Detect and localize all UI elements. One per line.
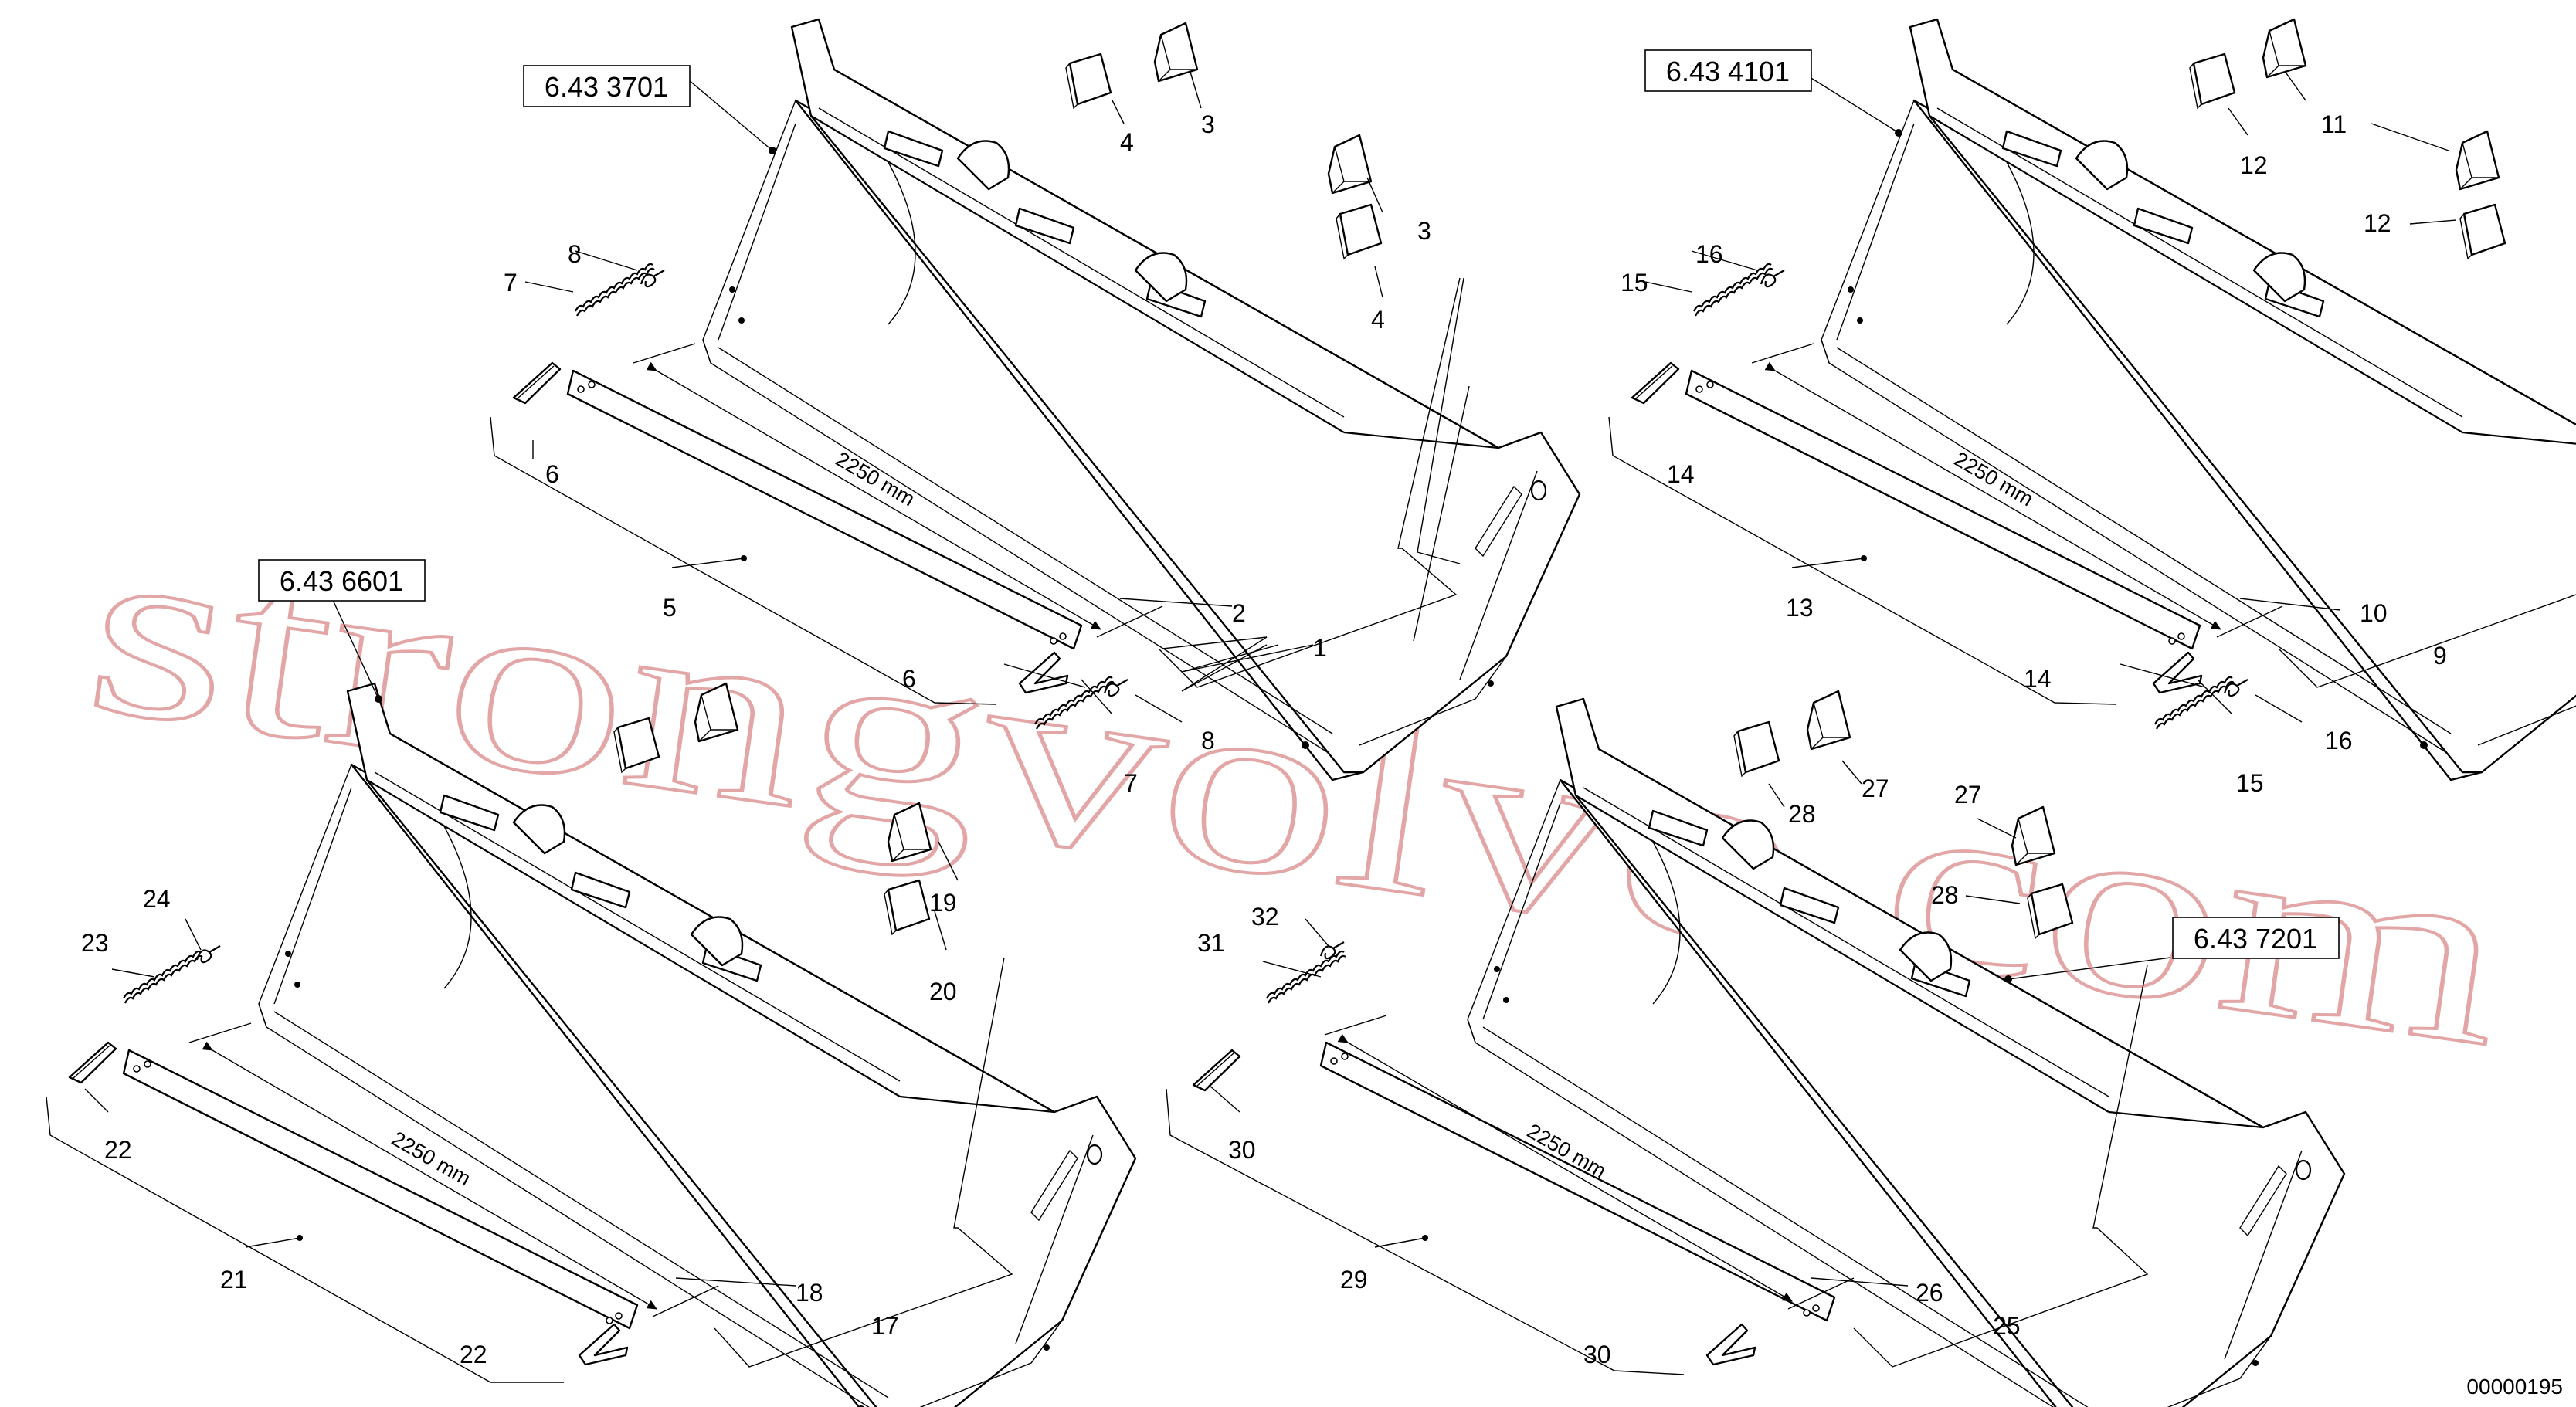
block-3b (883, 879, 931, 936)
dimension-line-4: 2250 mm (1324, 1015, 1855, 1310)
dimension-label-2: 2250 mm (1950, 447, 2037, 510)
block-1a (1064, 53, 1112, 110)
dimension-label-1: 2250 mm (832, 447, 918, 510)
callout-2-14b: 14 (2024, 665, 2052, 693)
callout-3-23: 23 (81, 929, 109, 957)
pin-2a (1760, 269, 1786, 288)
callout-1-5: 5 (663, 594, 677, 622)
part-number-4: 6.43 7201 (2194, 923, 2317, 954)
callout-4-28a: 28 (1788, 800, 1816, 828)
callout-1-4b: 4 (1371, 306, 1385, 334)
cap-2b (2455, 130, 2500, 191)
callout-4-30a: 30 (1228, 1136, 1256, 1164)
pin-4 (1319, 941, 1346, 960)
callout-4-31: 31 (1197, 929, 1225, 957)
callout-2-16a: 16 (1695, 240, 1723, 268)
callout-box-4: 6.43 7201 (2172, 917, 2340, 959)
callout-box-2: 6.43 4101 (1644, 49, 1812, 92)
callout-3-19b: 19 (929, 889, 957, 917)
block-2a (2188, 53, 2236, 110)
callout-1-1: 1 (1313, 634, 1327, 662)
callout-1-3a: 3 (1201, 110, 1215, 138)
callout-2-12b: 12 (2364, 209, 2391, 237)
part-number-3: 6.43 6601 (280, 565, 403, 597)
drawing-number: 00000195 (2466, 1375, 2563, 1399)
edge-tooth-3a (68, 1041, 117, 1084)
edge-tooth-2b (2152, 651, 2203, 694)
leader-lines-3 (46, 598, 1013, 1383)
callout-1-8a: 8 (568, 240, 582, 268)
spring-2a (1692, 263, 1774, 317)
callout-3-18: 18 (796, 1279, 823, 1307)
block-2b (2459, 203, 2506, 260)
edge-tooth-4a (1192, 1049, 1241, 1092)
callout-4-32: 32 (1251, 903, 1279, 931)
callout-2-14a: 14 (1667, 460, 1695, 488)
callout-1-7b: 7 (1124, 769, 1138, 797)
leader-lines-1 (490, 69, 1470, 723)
callout-2-13: 13 (1786, 594, 1814, 622)
spring-4 (1265, 950, 1347, 1005)
cutting-edge-4 (1319, 1041, 1836, 1322)
callout-3-17: 17 (871, 1312, 899, 1340)
dimension-label-3: 2250 mm (388, 1127, 474, 1190)
callout-4-30b: 30 (1583, 1341, 1611, 1368)
cap-1b (1327, 134, 1373, 195)
callout-4-25: 25 (1993, 1312, 2021, 1340)
callout-1-8b: 8 (1201, 727, 1215, 754)
callout-1-4a: 4 (1120, 128, 1134, 156)
callout-3-21: 21 (220, 1266, 248, 1293)
callout-4-29: 29 (1340, 1266, 1368, 1293)
callout-4-26: 26 (1916, 1279, 1943, 1307)
callout-box-3: 6.43 6601 (258, 559, 426, 602)
edge-tooth-3b (578, 1323, 629, 1366)
callout-1-6a: 6 (545, 460, 559, 488)
edge-tooth-4b (1705, 1323, 1756, 1366)
callout-1-6b: 6 (902, 665, 916, 693)
callout-2-10: 10 (2360, 599, 2388, 627)
pin-2b (2223, 678, 2249, 697)
spring-3 (122, 950, 204, 1005)
callout-4-27a: 27 (1862, 775, 1889, 802)
callout-2-16b: 16 (2325, 727, 2353, 754)
callout-4-27b: 27 (1954, 781, 1982, 809)
callout-3-24: 24 (143, 885, 171, 913)
callout-3-20b: 20 (929, 978, 957, 1005)
leader-lines-4 (1166, 760, 2171, 1375)
spring-1a (574, 263, 656, 317)
block-1b (1335, 203, 1383, 260)
callout-1-2: 2 (1232, 599, 1246, 627)
callout-3-22b: 22 (460, 1341, 487, 1368)
callout-3-22a: 22 (104, 1136, 132, 1164)
leader-lines-2 (1608, 73, 2576, 723)
callout-2-12a: 12 (2240, 151, 2268, 179)
bucket-assembly-2 (1820, 18, 2576, 781)
edge-tooth-1a (512, 361, 562, 405)
callout-1-7a: 7 (504, 269, 518, 297)
callout-2-9: 9 (2433, 642, 2447, 670)
callout-1-3b: 3 (1417, 217, 1431, 245)
callout-2-11a: 11 (2321, 110, 2347, 138)
callout-2-15a: 15 (1621, 269, 1648, 297)
callout-4-28b: 28 (1931, 881, 1959, 909)
callout-box-1: 6.43 3701 (523, 65, 691, 107)
edge-tooth-2a (1631, 361, 1680, 405)
cutting-edge-2 (1685, 369, 2201, 650)
part-number-1: 6.43 3701 (545, 71, 668, 103)
cap-2a (2262, 18, 2307, 79)
part-number-2: 6.43 4101 (1666, 56, 1790, 87)
callout-2-15b: 15 (2236, 769, 2264, 797)
cutting-edge-3 (122, 1049, 639, 1330)
